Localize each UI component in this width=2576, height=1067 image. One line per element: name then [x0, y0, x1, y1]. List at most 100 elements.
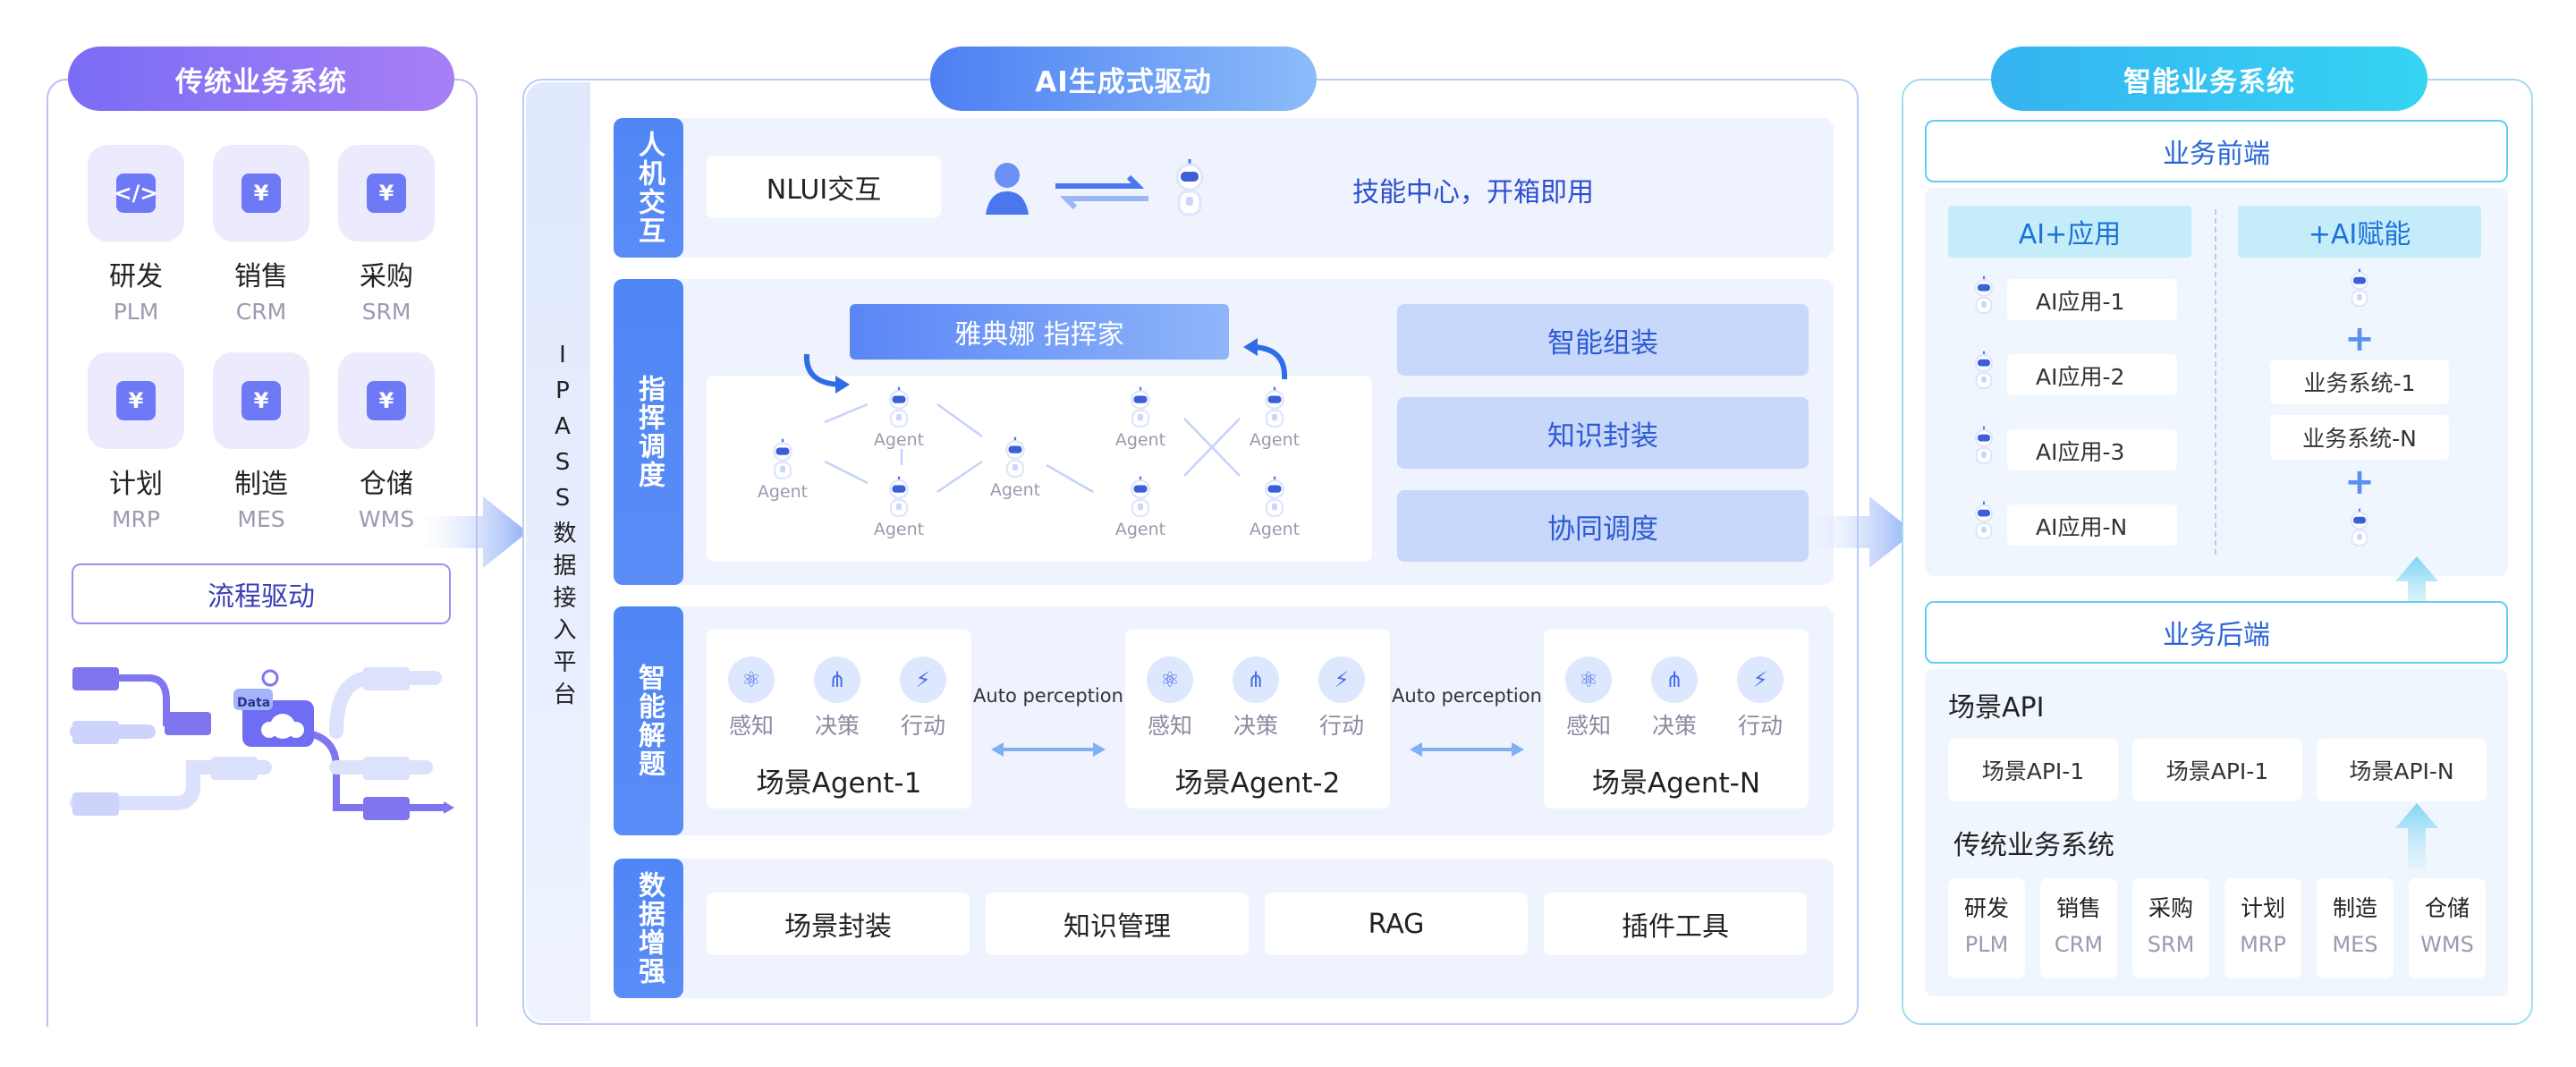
agent-label: Agent — [1249, 430, 1301, 450]
legacy-system-tile — [2224, 878, 2301, 978]
commander-label: 雅典娜 指挥家 — [954, 319, 1124, 351]
ai-app-label: AI应用-N — [2036, 514, 2128, 540]
data-enhancement-item: 插件工具 — [1544, 893, 1807, 955]
action-icon: ⚡ — [900, 656, 946, 703]
action-icon: ⚡ — [1318, 656, 1365, 703]
auto-perception-label: Auto perception — [973, 685, 1123, 707]
dispatch-bar: 协同调度 — [1397, 490, 1809, 562]
ai-app-label: AI应用-3 — [2036, 439, 2125, 465]
bidirectional-arrow-icon — [991, 742, 1106, 757]
skill-center-text: 技能中心，开箱即用 — [1352, 177, 1594, 208]
ai-app-robot-icon — [1974, 501, 1994, 540]
frontend-header: 业务前端 — [1925, 120, 2508, 182]
capability-label: 感知 — [1147, 713, 1192, 739]
data-badge: Data — [237, 696, 271, 710]
frontend-divider — [2215, 209, 2216, 555]
system-code: WMS — [358, 506, 415, 532]
legacy-system-tile — [2409, 878, 2486, 978]
capability-label: 行动 — [900, 713, 945, 739]
ai-app-robot-icon — [1974, 351, 1994, 390]
dispatch-bar: 智能组装 — [1397, 304, 1809, 376]
decision-icon: ⋔ — [814, 656, 860, 703]
system-name: 仓储 — [360, 469, 413, 500]
data-enhancement-item: RAG — [1265, 893, 1528, 955]
agent-robot-icon — [1131, 386, 1150, 428]
legacy-system-code: PLM — [1964, 932, 2009, 957]
data-enhancement-item: 场景封装 — [707, 893, 970, 955]
agent-label: Agent — [873, 520, 925, 539]
agent-robot-icon — [889, 386, 909, 428]
legacy-system-name: 研发 — [1963, 895, 2009, 921]
yen-icon: ¥ — [116, 381, 156, 420]
nlui-box: NLUI交互 — [707, 156, 941, 218]
legacy-system-tile — [2040, 878, 2117, 978]
ai-empower-header: +AI赋能 — [2238, 206, 2481, 258]
capability-label: 决策 — [814, 713, 860, 739]
scene-api-item: 场景API-N — [2317, 739, 2487, 801]
system-name: 计划 — [109, 469, 163, 500]
agent-label: Agent — [757, 482, 809, 502]
legacy-system-code: MRP — [2240, 932, 2286, 957]
hci-tab: 人机交互 — [614, 118, 683, 258]
flow-nodes — [72, 667, 454, 820]
agent-label: Agent — [1249, 520, 1301, 539]
curved-arrow-left-icon — [803, 353, 850, 394]
system-name: 制造 — [234, 469, 288, 500]
yen-icon: ¥ — [242, 381, 281, 420]
flow-arrow-left-to-middle — [420, 496, 528, 568]
smart-system-title: 智能业务系统 — [1991, 47, 2428, 111]
agent-robot-icon — [773, 438, 792, 480]
legacy-system-name: 采购 — [2148, 895, 2193, 921]
agent-label: Agent — [1114, 520, 1166, 539]
dispatch-tab: 指挥调度 — [614, 279, 683, 585]
legacy-system-tile — [2132, 878, 2209, 978]
code-icon: </> — [114, 174, 158, 213]
scene-api-item: 场景API-1 — [1948, 739, 2118, 801]
legacy-system-code: WMS — [2420, 932, 2474, 957]
ai-app-row — [2007, 354, 2177, 395]
curved-arrow-right-icon — [1243, 338, 1288, 380]
data-cloud-node — [233, 669, 314, 747]
scene-api-title: 场景API — [1948, 692, 2045, 724]
ipass-platform-label: IPASS数据接入平台 — [549, 342, 576, 714]
plus-icon: + — [2344, 318, 2375, 360]
legacy-system-title: 传统业务系统 — [68, 47, 454, 111]
ai-app-label: AI应用-1 — [2036, 289, 2125, 315]
agent-label: Agent — [873, 430, 925, 450]
decision-icon: ⋔ — [1233, 656, 1279, 703]
legacy-system-code: CRM — [2054, 932, 2104, 957]
ai-app-row — [2007, 279, 2177, 320]
system-code: MRP — [111, 506, 161, 532]
data-enhancement-item: 知识管理 — [986, 893, 1249, 955]
robot-icon — [1175, 159, 1204, 216]
yen-icon: ¥ — [367, 174, 406, 213]
scene-agent-name: 场景Agent-1 — [756, 767, 922, 800]
perception-icon: ⚛ — [1565, 656, 1612, 703]
system-code: SRM — [361, 299, 411, 325]
ai-generative-title: AI生成式驱动 — [930, 47, 1317, 111]
exchange-arrows-icon — [1055, 174, 1148, 209]
process-driven-label: 流程驱动 — [208, 581, 315, 613]
empower-robot-icon — [2350, 268, 2369, 308]
agent-label: Agent — [989, 480, 1041, 500]
scene-agent-name: 场景Agent-N — [1591, 767, 1761, 800]
ai-empower-header-label: +AI赋能 — [2308, 219, 2411, 250]
ipass-platform-strip — [526, 82, 590, 1021]
ai-app-label: AI应用-2 — [2036, 364, 2125, 390]
nlui-label: NLUI交互 — [766, 174, 882, 206]
perception-icon: ⚛ — [728, 656, 775, 703]
system-code: MES — [237, 506, 285, 532]
ai-app-row — [2007, 429, 2177, 470]
ai-app-robot-icon — [1974, 275, 1994, 315]
system-name: 采购 — [360, 261, 413, 292]
agent-robot-icon — [1005, 436, 1025, 478]
up-arrow-backend — [2395, 803, 2438, 869]
agent-robot-icon — [889, 476, 909, 518]
system-code: PLM — [113, 299, 159, 325]
empower-robot-icon — [2350, 508, 2369, 547]
perception-icon: ⚛ — [1147, 656, 1193, 703]
legacy-system-tile — [1948, 878, 2025, 978]
system-name: 研发 — [109, 261, 163, 292]
capability-label: 行动 — [1737, 713, 1783, 739]
ai-app-header-label: AI+应用 — [2018, 219, 2122, 250]
